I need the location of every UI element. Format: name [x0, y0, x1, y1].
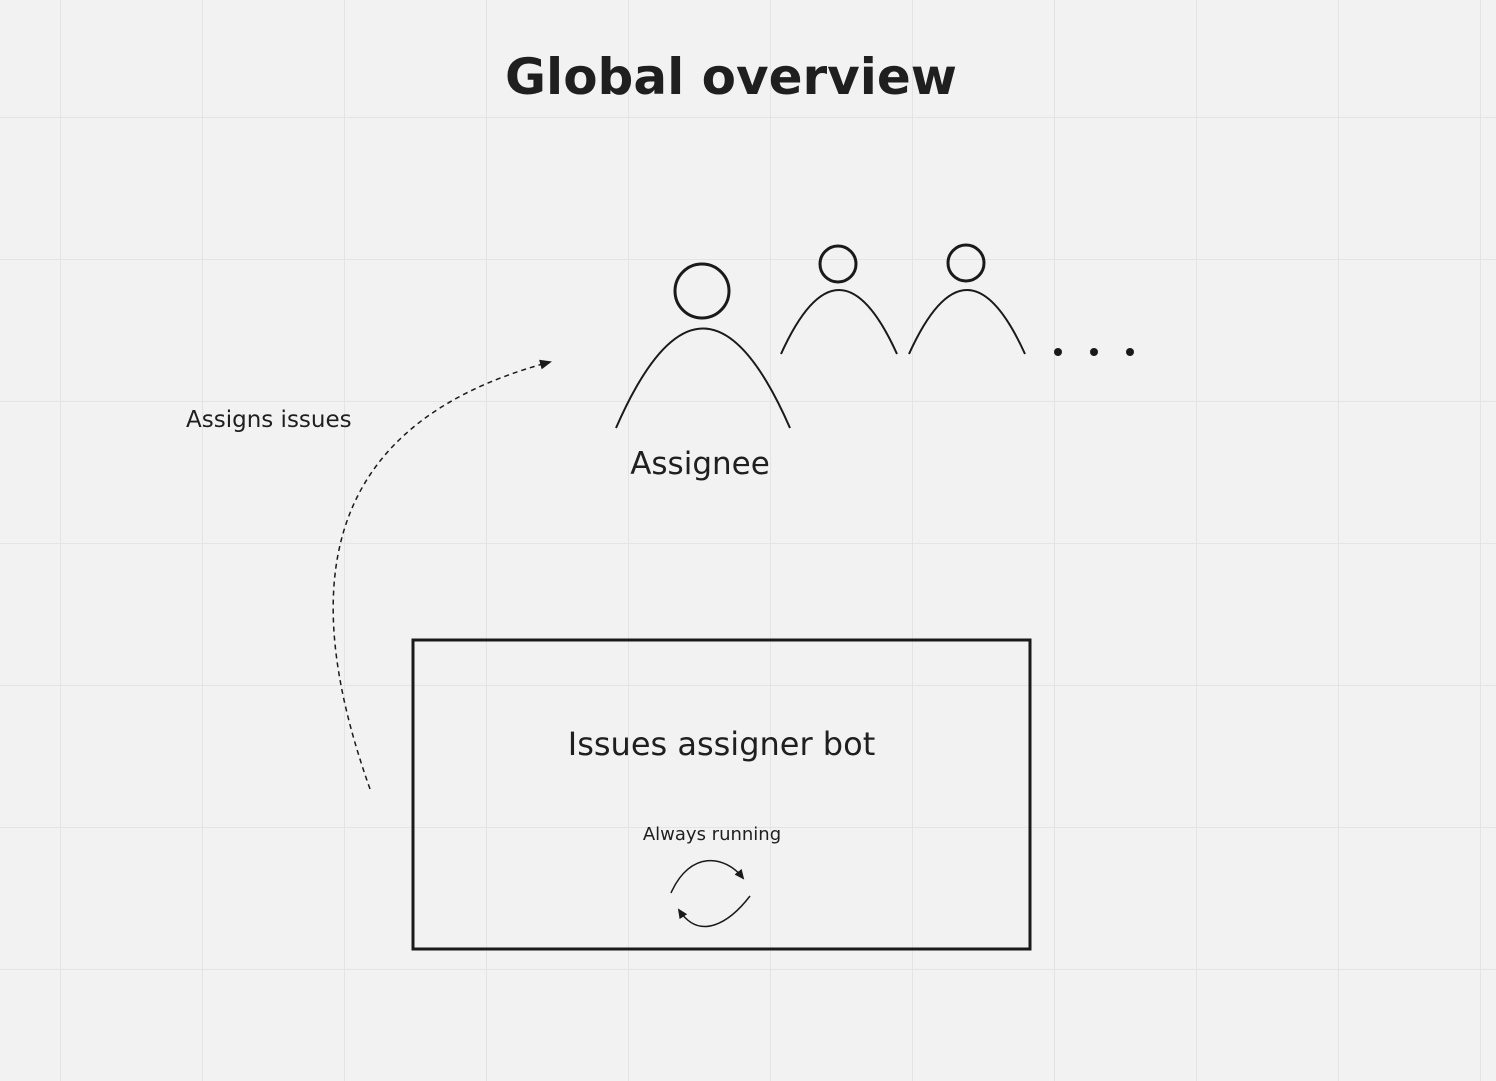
person-icon-2 — [780, 244, 898, 355]
ellipsis-dots — [1054, 348, 1134, 356]
always-running-label: Always running — [642, 824, 782, 845]
person-icon-3 — [908, 243, 1026, 355]
assigns-issues-label: Assigns issues — [186, 407, 352, 433]
bot-box[interactable] — [411, 638, 1032, 951]
assigns-issues-arrow[interactable] — [332, 359, 552, 790]
assignee-label: Assignee — [630, 446, 770, 482]
refresh-cycle-icon — [670, 859, 751, 928]
assignee-person-icon — [615, 262, 791, 429]
page-title: Global overview — [505, 48, 957, 106]
bot-label: Issues assigner bot — [567, 725, 876, 763]
